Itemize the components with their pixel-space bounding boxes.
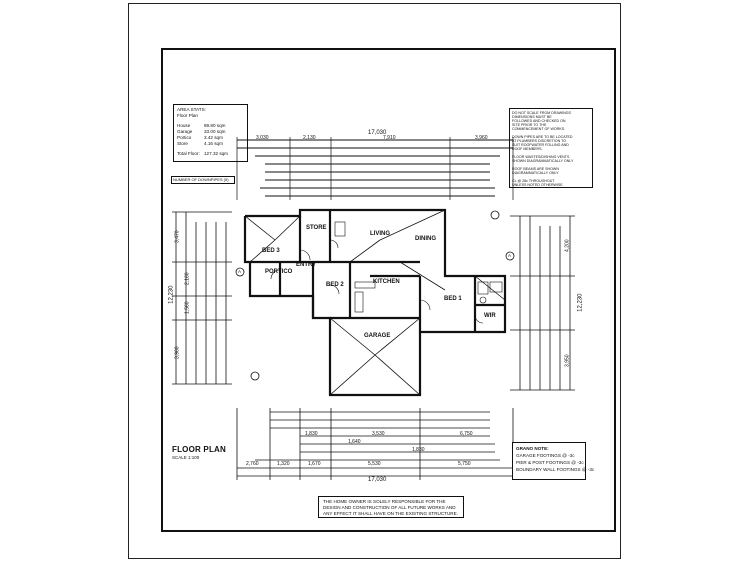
area-stats-value-portico: 3.42 sqm	[204, 135, 223, 140]
notes-line: DIAGRAMMATICALLY ONLY	[512, 171, 559, 175]
fixtures	[334, 221, 503, 313]
section-markers	[235, 210, 515, 381]
bottom-dimension-segment-5: 5,750	[458, 461, 471, 467]
room-label-wir: WIR	[484, 313, 496, 319]
bottom-inner-3: 3,530	[372, 431, 385, 437]
room-label-dining: DINING	[415, 236, 436, 242]
top-dimension-segment-1: 3,030	[256, 135, 269, 141]
area-stats-box: AREA STATS: Floor Plan House 89.80 sqm G…	[173, 104, 248, 162]
notes-line: ROOF MEMBERS.	[512, 147, 543, 151]
area-stats-value-garage: 33.00 sqm	[204, 129, 226, 134]
room-label-garage: GARAGE	[364, 333, 391, 339]
grano-note-line-1: GARAGE FOOTINGS @ -3c	[516, 453, 575, 458]
notes-line: FOLLOWED AND CHECKED ON	[512, 119, 566, 123]
room-label-bed1: BED 1	[444, 296, 462, 302]
section-marker-a-right: A	[508, 253, 512, 258]
room-label-kitchen: KITCHEN	[373, 279, 400, 285]
notes-line: SHOWN DIAGRAMMATICALLY ONLY	[512, 159, 574, 163]
right-dimension-segment-1: 4,200	[564, 239, 571, 252]
notes-line: AT PLUMBERS DISCRETION TO	[512, 139, 567, 143]
bottom-inner-1: 1,830	[305, 431, 318, 437]
notes-line: ROOF BEAMS ARE SHOWN	[512, 167, 559, 171]
notes-line: SUIT ROOFWATER FOLLING AND	[512, 143, 569, 147]
left-dimension-segment-4: 3,960	[174, 346, 181, 359]
bottom-inner-5: 6,750	[460, 431, 473, 437]
area-stats-value-store: 4.16 sqm	[204, 141, 223, 146]
left-dimension-segment-3: 1,560	[184, 301, 191, 314]
bottom-dimension-segment-4: 5,530	[368, 461, 381, 467]
disclaimer-line-1: THE HOME OWNER IS SOLELY RESPONSIBLE FOR…	[323, 499, 446, 504]
room-label-living: LIVING	[370, 231, 391, 237]
area-stats-value-house: 89.80 sqm	[204, 123, 226, 128]
top-dimension-segment-3: 7,910	[383, 135, 396, 141]
notes-line: DO NOT SCALE FROM DRAWINGS	[512, 111, 571, 115]
area-stats-total-value: 127.32 sqm	[204, 151, 229, 156]
area-stats-label-portico: Portico	[177, 135, 192, 140]
left-dimension-segment-2: 2,160	[184, 272, 191, 285]
grano-note-line-2: PIER & POST FOOTINGS @ -3c	[516, 460, 584, 465]
house-walls	[243, 208, 507, 397]
downpipes-label: NUMBER OF DOWNPIPES (5)	[173, 177, 229, 182]
top-dimension-overall: 17,030	[368, 130, 387, 136]
disclaimer-line-2: DESIGN AND CONSTRUCTION OF ALL FUTURE WO…	[323, 505, 456, 510]
area-stats-heading: AREA STATS:	[177, 107, 206, 112]
room-label-store: STORE	[306, 225, 327, 231]
notes-line: DOWN PIPES ARE TO BE LOCATED	[512, 135, 573, 139]
room-label-portico: PORTICO	[265, 269, 293, 275]
bottom-dimension-overall: 17,030	[368, 477, 387, 483]
top-dimension-segment-4: 3,960	[475, 135, 488, 141]
grano-note-line-3: BOUNDARY WALL FOOTINGS @ -3c	[516, 467, 595, 472]
roof-lines	[244, 209, 506, 396]
floor-plan-title: FLOOR PLAN	[172, 445, 226, 454]
notes-line: UNLESS NOTED OTHERWISE	[512, 183, 563, 187]
notes-line: DIMENSIONS MUST BE	[512, 115, 552, 119]
notes-line: FLOOR WASTES/DISHING VENTS	[512, 155, 570, 159]
left-dimension-overall: 12,230	[168, 285, 175, 304]
left-dimension-segment-1: 3,470	[174, 230, 181, 243]
room-label-bed3: BED 3	[262, 248, 280, 254]
area-stats-label-store: Store	[177, 141, 188, 146]
notes-line: CL @ 28c THROUGHOUT	[512, 179, 555, 183]
notes-line: COMMENCEMENT OF WORKS.	[512, 127, 566, 131]
door-swings	[270, 239, 484, 324]
bottom-inner-2: 1,640	[348, 439, 361, 445]
top-dimension-segment-2: 2,130	[303, 135, 316, 141]
bottom-dimension-segment-3: 1,670	[308, 461, 321, 467]
right-dimension-segment-2: 3,950	[564, 354, 571, 367]
area-stats-total-label: Total Floor:	[177, 151, 200, 156]
area-stats-label-garage: Garage	[177, 129, 193, 134]
grano-note-heading: GRANO NOTE:	[516, 446, 549, 451]
bottom-inner-4: 1,830	[412, 447, 425, 453]
area-stats-label-house: House	[177, 123, 191, 128]
downpipes-box: NUMBER OF DOWNPIPES (5)	[171, 176, 235, 184]
room-label-bed2: BED 2	[326, 282, 344, 288]
bottom-dimension-segment-1: 2,760	[246, 461, 259, 467]
notes-line: SITE PRIOR TO THE	[512, 123, 547, 127]
area-stats-subheading: Floor Plan	[177, 113, 198, 118]
grano-note-box: GRANO NOTE: GARAGE FOOTINGS @ -3c PIER &…	[512, 442, 594, 480]
room-label-entry: ENTRY	[296, 262, 317, 268]
right-dimension-overall: 12,230	[577, 293, 584, 312]
scale-label: SCALE 1:100	[172, 455, 200, 460]
disclaimer-box: THE HOME OWNER IS SOLELY RESPONSIBLE FOR…	[318, 496, 464, 518]
bottom-dimension-segment-2: 1,320	[277, 461, 290, 467]
disclaimer-line-3: ANY EFFECT IT SHALL HAVE ON THE EXISTING…	[323, 511, 458, 516]
section-marker-a-left: A	[238, 269, 242, 274]
